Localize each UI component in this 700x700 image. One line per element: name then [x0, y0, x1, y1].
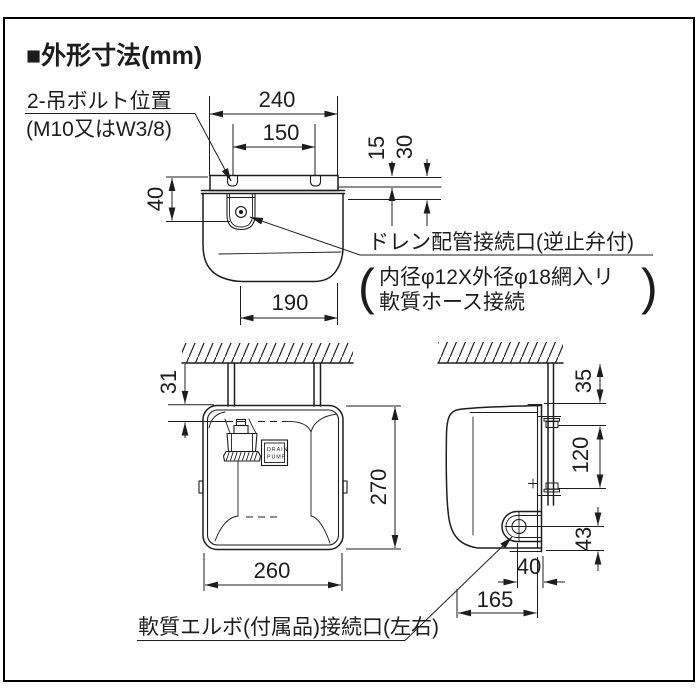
face-contour-tl — [208, 411, 226, 429]
ceiling-hatch-front — [182, 343, 353, 363]
ceiling-hatch-side — [438, 342, 563, 363]
hanger-rod-side — [547, 362, 555, 506]
dim-value-240: 240 — [259, 87, 296, 112]
dim-value-15: 15 — [364, 136, 389, 160]
page-border — [3, 17, 695, 682]
bolt-slot-right — [309, 174, 322, 187]
dim-value-43: 43 — [571, 527, 596, 551]
washer-upper — [543, 418, 560, 422]
drain-pump-nameplate: DRAIN PUMP — [260, 439, 289, 467]
dim-value-190: 190 — [272, 290, 309, 315]
dim-value-30: 30 — [392, 135, 417, 159]
drain-note-line1: 内径φ12X外径φ18網入リ — [379, 266, 614, 289]
elbow-leader-line — [404, 536, 513, 641]
pump-nameplate-line1: DRAIN — [267, 447, 288, 453]
bolt-slot-left — [226, 174, 239, 187]
drain-connection-label: ドレン配管接続口(逆止弁付) — [368, 231, 634, 254]
side-view-drawing: 35 120 43 40 165 — [437, 342, 606, 618]
face-contour-bl — [214, 515, 239, 542]
elbow-port-nub-left — [198, 480, 204, 494]
front-unit-inner-edge — [206, 409, 340, 546]
pump-nameplate-line2: PUMP — [267, 455, 286, 461]
dim-value-165: 165 — [477, 587, 514, 612]
pump-grille — [226, 452, 258, 461]
face-contour-right — [283, 420, 312, 517]
drain-note-paren-right: ) — [641, 259, 658, 315]
drain-note-paren-left: ( — [358, 259, 375, 315]
dim-value-260: 260 — [254, 558, 291, 583]
dim-value-150: 150 — [263, 120, 300, 145]
pump-assembly — [222, 418, 262, 462]
bolt-position-label-line1: 2-吊ボルト位置 — [27, 90, 172, 113]
nut-upper — [545, 421, 559, 428]
top-view-drawing: 240 150 15 30 40 190 2-吊ボルト位置 (M10又はW3/8… — [25, 87, 658, 325]
drain-port-circle — [235, 206, 247, 218]
drain-leader-line — [249, 216, 361, 256]
mounting-bracket — [509, 403, 561, 553]
front-view-drawing: DRAIN PUMP 31 270 260 — [156, 343, 401, 591]
dim-value-35: 35 — [571, 369, 596, 393]
dim-value-120: 120 — [568, 437, 593, 474]
elbow-port-nub-right — [342, 480, 348, 494]
front-unit-outline — [202, 404, 344, 551]
body-surface-line — [218, 251, 342, 255]
face-contour-br — [310, 515, 331, 544]
bolt-position-label-line2: (M10又はW3/8) — [26, 118, 172, 141]
drain-port-center-dot — [238, 209, 244, 215]
hanger-rods-front — [227, 362, 322, 407]
bolt-leader-line — [194, 113, 232, 182]
dim-value-270: 270 — [366, 469, 391, 506]
page-title: ■外形寸法(mm) — [26, 41, 202, 70]
drain-note-line2: 軟質ホース接続 — [379, 291, 525, 314]
center-mark — [528, 478, 538, 489]
washer-lower — [543, 488, 560, 493]
dim-value-31: 31 — [156, 370, 181, 394]
side-unit-outline — [445, 404, 543, 549]
elbow-port-crosshair — [504, 511, 535, 542]
top-view-body-outline — [202, 192, 344, 283]
dim-value-40-top: 40 — [143, 187, 168, 211]
elbow-note-group: 軟質エルボ(付属品)接続口(左右) — [137, 536, 513, 641]
elbow-housing-outer — [501, 510, 542, 543]
face-contour-tr — [310, 413, 338, 433]
elbow-note-label: 軟質エルボ(付属品)接続口(左右) — [138, 616, 439, 639]
